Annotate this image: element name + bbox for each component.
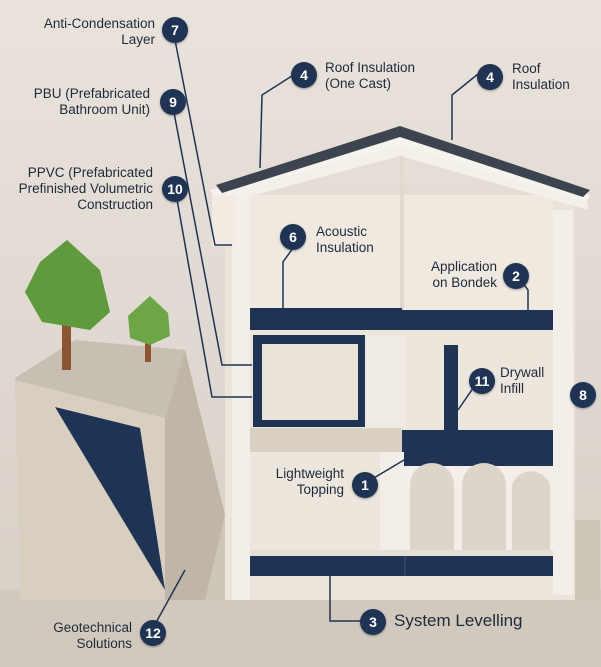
callout-11-label: Drywall Infill bbox=[500, 365, 545, 396]
callout-4a-badge: 4 bbox=[291, 62, 317, 88]
callout-2-label: Application on Bondek bbox=[430, 259, 497, 290]
callout-1-label: Lightweight Topping bbox=[275, 466, 344, 497]
callout-6-badge: 6 bbox=[280, 224, 306, 250]
callout-4a-label: Roof Insulation (One Cast) bbox=[325, 60, 416, 91]
drywall-infill bbox=[444, 345, 458, 430]
house bbox=[225, 150, 575, 600]
geotechnical-layer bbox=[55, 407, 165, 590]
right-wall bbox=[553, 210, 573, 595]
callout-7-label: Anti-Condensation Layer bbox=[43, 16, 155, 47]
ground bbox=[0, 590, 601, 667]
callout-8-badge: 8 bbox=[570, 382, 596, 408]
callout-2-badge: 2 bbox=[503, 263, 529, 289]
callout-4b-badge: 4 bbox=[477, 64, 503, 90]
callout-10-label: PPVC (Prefabricated Prefinished Volumetr… bbox=[18, 165, 153, 212]
callout-12-label: Geotechnical Solutions bbox=[53, 620, 132, 651]
terrain-block bbox=[15, 340, 225, 600]
callout-10-badge: 10 bbox=[162, 176, 188, 202]
system-levelling-slab bbox=[250, 556, 553, 576]
callout-3-label: System Levelling bbox=[394, 611, 523, 630]
callout-9-badge: 9 bbox=[160, 89, 186, 115]
acoustic-insulation-slab bbox=[250, 308, 402, 330]
callout-11-badge: 11 bbox=[469, 368, 495, 394]
callout-6-label: Acoustic Insulation bbox=[316, 224, 374, 255]
roof bbox=[210, 126, 590, 246]
callout-1-badge: 1 bbox=[352, 472, 378, 498]
callout-9-label: PBU (Prefabricated Bathroom Unit) bbox=[33, 86, 150, 117]
tree-large bbox=[25, 240, 110, 370]
callout-3-badge: 3 bbox=[360, 609, 386, 635]
tree-small bbox=[128, 296, 170, 362]
callout-4b-label: Roof Insulation bbox=[512, 61, 570, 92]
callout-12-badge: 12 bbox=[140, 620, 166, 646]
lightweight-topping bbox=[250, 428, 402, 452]
callout-7-badge: 7 bbox=[162, 17, 188, 43]
